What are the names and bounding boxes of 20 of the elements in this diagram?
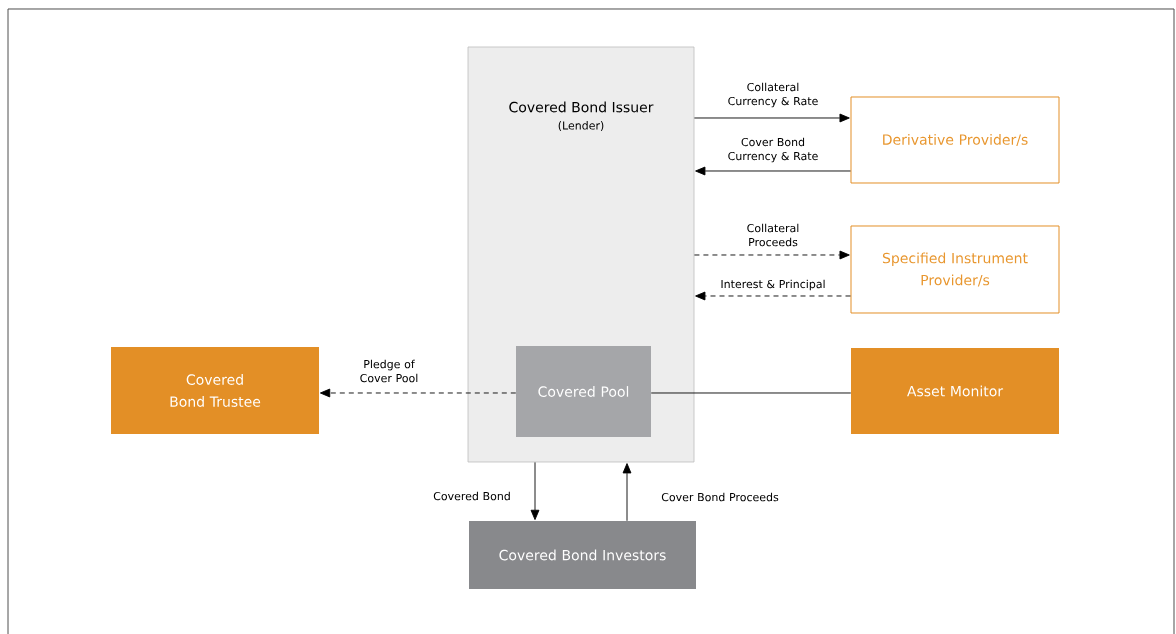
edge-label: Cover Bond Proceeds bbox=[661, 492, 779, 502]
edge-label: Collateral Proceeds bbox=[747, 223, 799, 247]
arrow bbox=[622, 463, 632, 522]
party-box: Covered Bond Trustee bbox=[111, 347, 319, 434]
arrow bbox=[319, 388, 517, 398]
arrow bbox=[530, 461, 540, 521]
edge-label: Collateral Currency & Rate bbox=[728, 82, 818, 108]
provider-box: Derivative Provider/s bbox=[850, 96, 1060, 184]
investor-box: Covered Bond Investors bbox=[469, 521, 696, 589]
arrow bbox=[695, 166, 851, 176]
provider-box: Specified Instrument Provider/s bbox=[850, 225, 1060, 314]
arrow bbox=[695, 291, 851, 301]
edge-label: Covered Bond bbox=[433, 491, 510, 501]
arrow bbox=[693, 250, 850, 260]
arrow bbox=[693, 113, 850, 123]
edge-label: Interest & Principal bbox=[721, 279, 825, 291]
pool-box: Covered Pool bbox=[516, 346, 651, 437]
edge-label: Pledge of Cover Pool bbox=[360, 359, 418, 383]
party-box: Asset Monitor bbox=[851, 348, 1059, 434]
edge-label: Cover Bond Currency & Rate bbox=[728, 137, 818, 163]
